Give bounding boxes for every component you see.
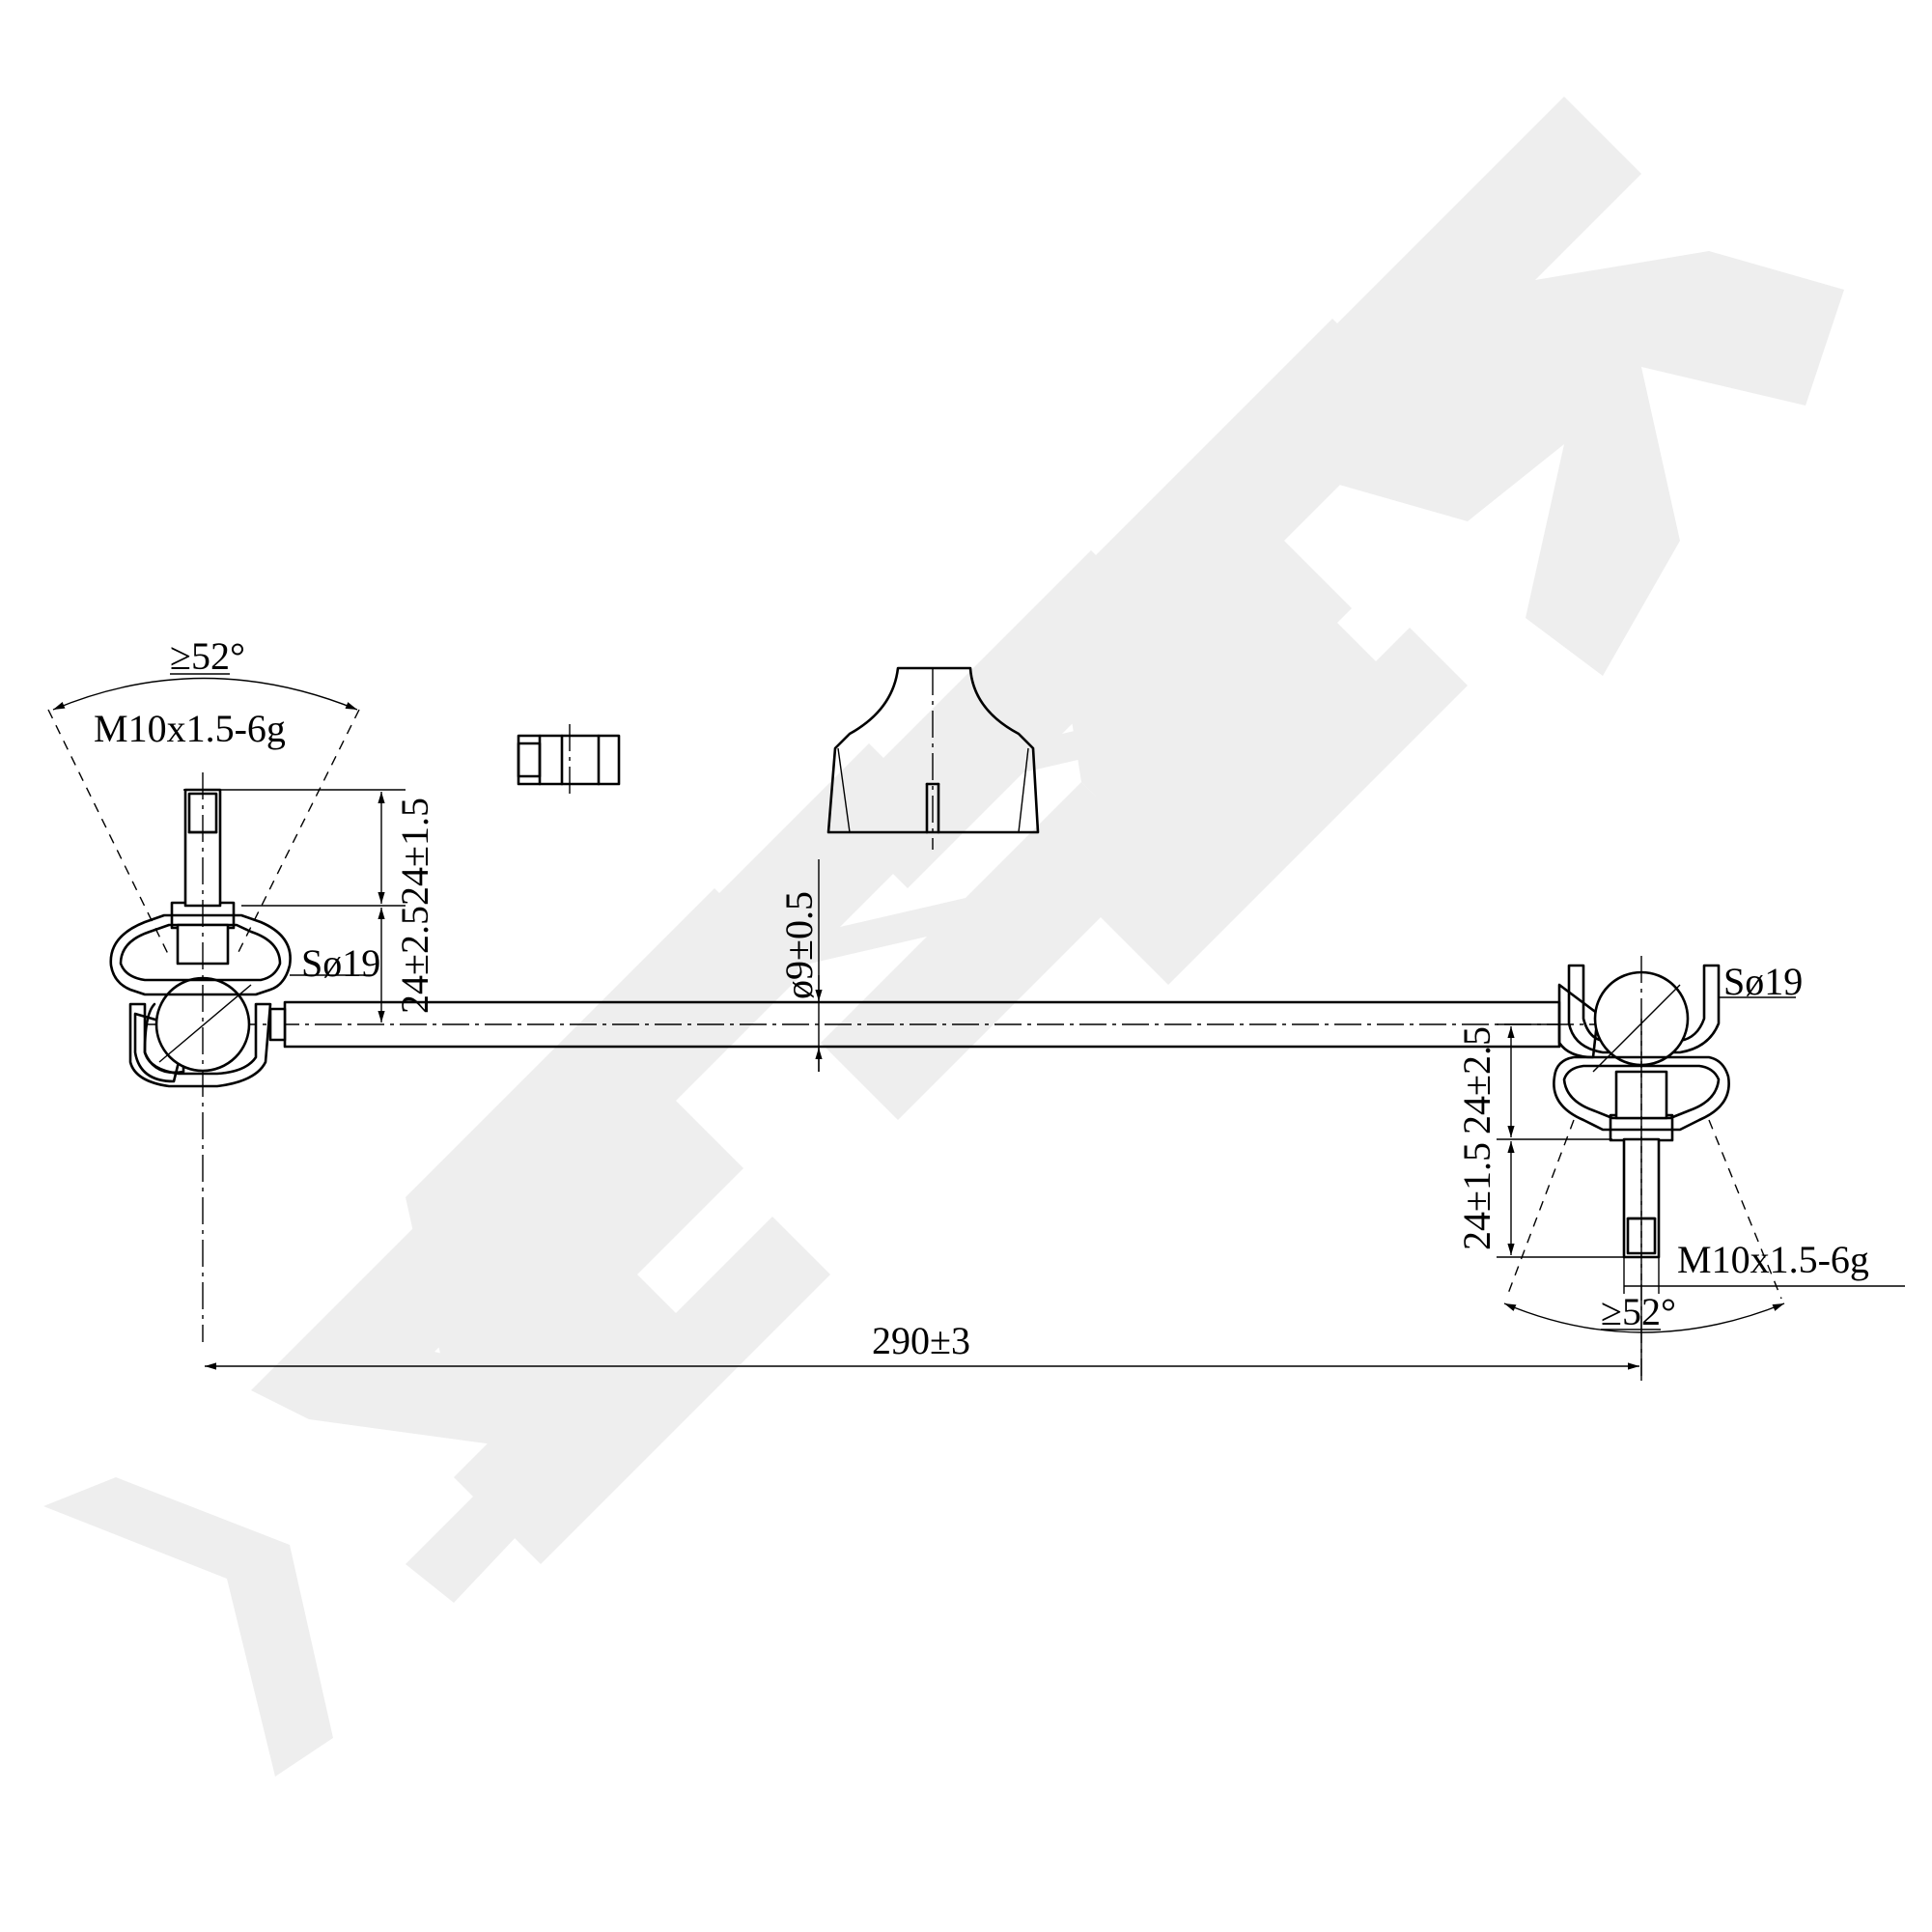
zennek-watermark-logo: [43, 97, 1844, 1777]
left-angle-label: ≥52°: [170, 634, 245, 678]
left-thread-label: M10x1.5-6g: [94, 707, 286, 750]
left-ball-joint: [47, 709, 360, 1342]
rod-diameter-label: ø9±0.5: [777, 891, 821, 999]
left-stud-length-label: 24±1.5: [393, 798, 436, 906]
right-dimensions: [1497, 996, 1905, 1333]
right-thread-label: M10x1.5-6g: [1677, 1238, 1869, 1281]
right-housing-height-label: 24±2.5: [1455, 1026, 1498, 1134]
left-dimensions: [52, 677, 406, 1022]
nut-part: [517, 724, 621, 797]
left-housing-height-label: 24±2.5: [393, 906, 436, 1014]
left-ball-label: Sø19: [301, 941, 380, 985]
overall-length-label: 290±3: [872, 1319, 970, 1362]
right-angle-label: ≥52°: [1601, 1290, 1676, 1333]
right-ball-label: Sø19: [1723, 960, 1803, 1003]
right-stud-length-label: 24±1.5: [1455, 1142, 1498, 1250]
right-ball-joint: [1505, 956, 1782, 1381]
boot-part: [826, 666, 1040, 850]
